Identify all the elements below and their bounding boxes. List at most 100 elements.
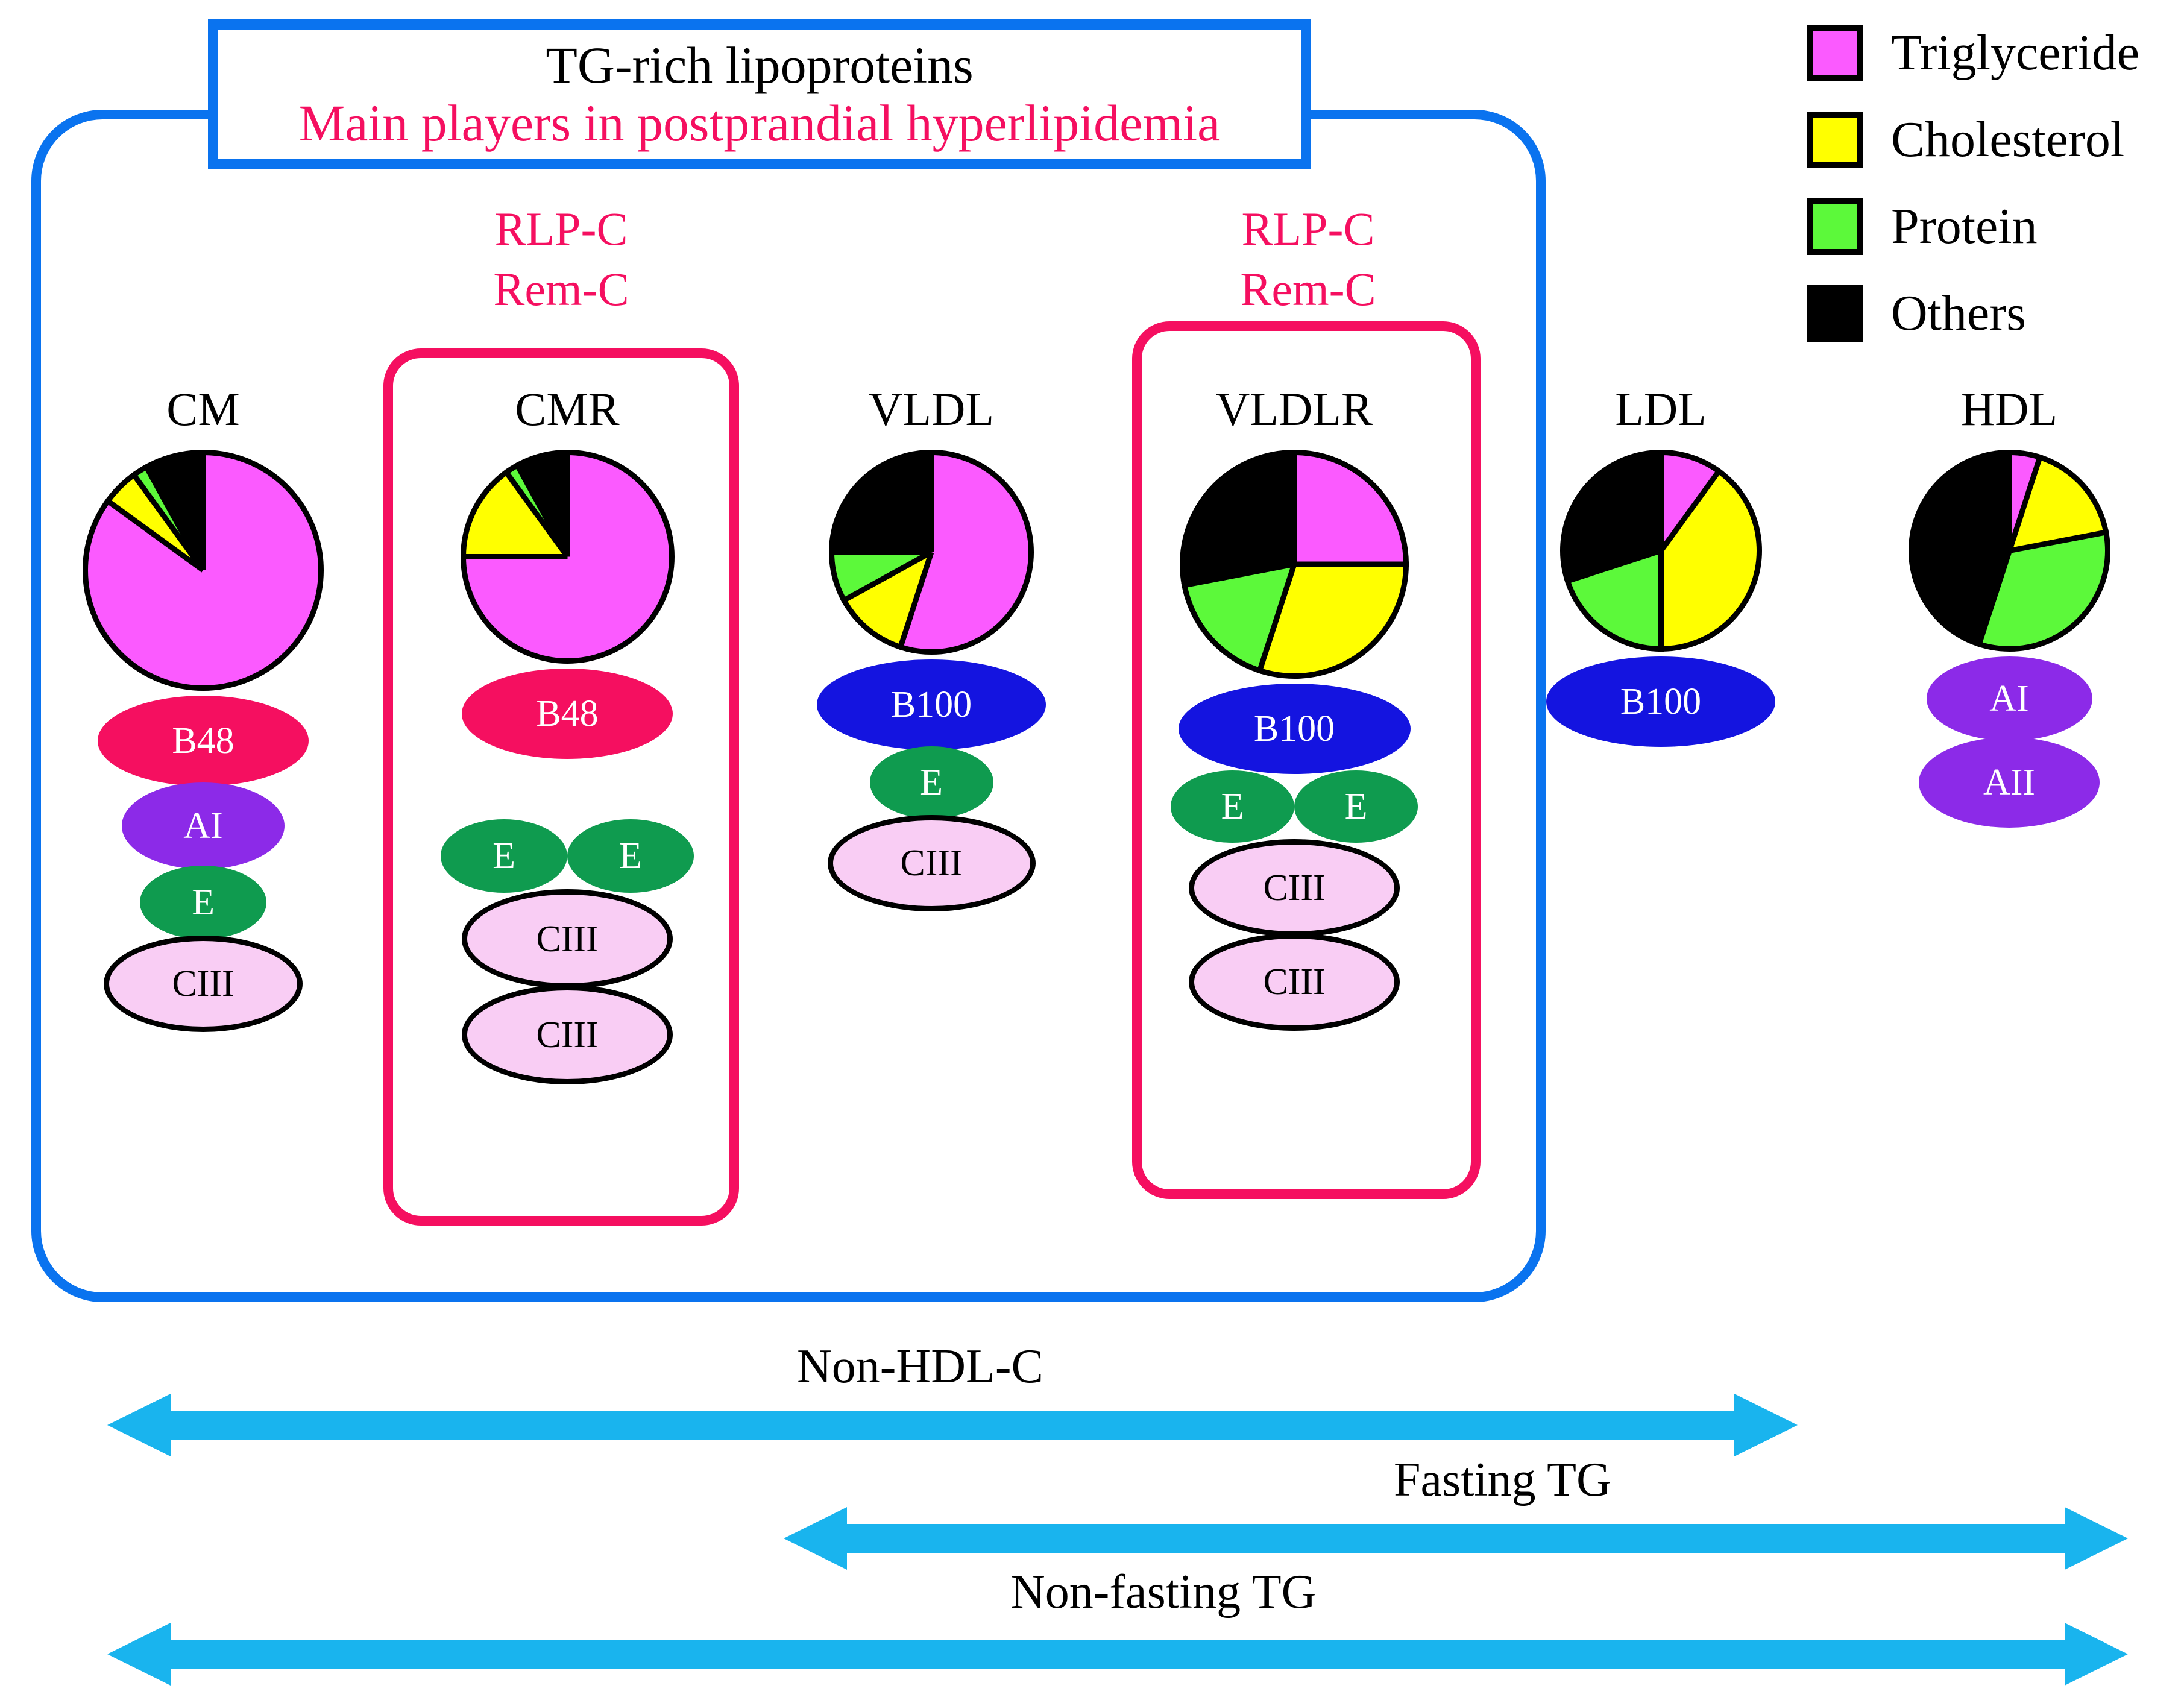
apolipoprotein-ai-hdl[interactable]: AI xyxy=(1926,656,2092,741)
apolipoprotein-row: CIII xyxy=(1189,839,1400,937)
title-line-1: TG-rich lipoproteins xyxy=(546,36,974,94)
remnant-group-box-vldlr xyxy=(1132,321,1481,1199)
apolipoprotein-row: AI xyxy=(1926,656,2092,741)
pie-slices-ldl xyxy=(1559,450,1762,652)
apolipoprotein-row: CIII xyxy=(462,985,673,1084)
legend-label-triglyceride: Triglyceride xyxy=(1891,25,2140,81)
arrow-label-non-hdl-c: Non-HDL-C xyxy=(797,1340,1043,1393)
others-color-swatch-icon xyxy=(1807,285,1863,342)
apolipoprotein-row: B100 xyxy=(817,659,1046,750)
legend-item-protein: Protein xyxy=(1807,183,2139,270)
arrow-label-fasting-tg: Fasting TG xyxy=(1394,1453,1611,1506)
apolipoprotein-row: B100 xyxy=(1178,684,1411,774)
lipoprotein-column-ldl: LDL B100 xyxy=(1531,386,1790,747)
apolipoprotein-ciii-cmr[interactable]: CIII xyxy=(462,889,673,989)
rem-c-label-vldlr: Rem-C xyxy=(1240,262,1376,315)
rlp-rem-label-cmr: RLP-C Rem-C xyxy=(380,199,742,319)
pie-slices-hdl xyxy=(1908,450,2110,652)
apolipoprotein-row: E xyxy=(869,746,993,819)
apolipoprotein-b100-ldl[interactable]: B100 xyxy=(1546,656,1775,747)
arrow-group-non-fasting-tg: Non-fasting TG xyxy=(0,1565,2184,1692)
apolipoprotein-ciii-cmr[interactable]: CIII xyxy=(462,985,673,1084)
apolipoprotein-row: B48 xyxy=(462,669,673,759)
column-title-hdl: HDL xyxy=(1960,383,2058,435)
composition-pie-cm xyxy=(83,450,324,691)
apolipoprotein-e-cmr[interactable]: E xyxy=(441,819,567,893)
composition-pie-vldlr xyxy=(1180,450,1409,679)
apolipoprotein-row: B100 xyxy=(1546,656,1775,747)
apolipoprotein-e-cmr[interactable]: E xyxy=(567,819,694,893)
apolipoprotein-e-vldlr[interactable]: E xyxy=(1171,770,1294,843)
apolipoprotein-row: CIII xyxy=(462,889,673,989)
arrow-non-fasting-tg xyxy=(107,1623,2128,1686)
pie-slices-cmr xyxy=(460,450,675,664)
arrow-fasting-tg xyxy=(784,1507,2128,1570)
apolipoprotein-ai-cm[interactable]: AI xyxy=(122,782,285,869)
apolipoprotein-ciii-vldlr[interactable]: CIII xyxy=(1189,839,1400,937)
apolipoprotein-row: E xyxy=(140,866,266,939)
apolipoprotein-row: B48 xyxy=(98,696,309,786)
rlp-c-label-vldlr: RLP-C xyxy=(1241,203,1375,255)
legend-item-others: Others xyxy=(1807,270,2139,357)
rlp-c-label-cmr: RLP-C xyxy=(494,203,628,255)
apolipoprotein-b48-cmr[interactable]: B48 xyxy=(462,669,673,759)
apolipoprotein-row xyxy=(564,759,570,823)
composition-pie-vldl xyxy=(829,450,1034,655)
apolipoprotein-e-vldlr[interactable]: E xyxy=(1294,770,1418,843)
apolipoprotein-row: AII xyxy=(1919,737,2100,828)
column-title-vldl: VLDL xyxy=(869,383,994,435)
apolipoprotein-stack-ldl: B100 xyxy=(1546,656,1775,747)
title-box: TG-rich lipoproteins Main players in pos… xyxy=(208,19,1311,169)
apolipoprotein-row: CIII xyxy=(1189,933,1400,1031)
legend-item-cholesterol: Cholesterol xyxy=(1807,96,2139,183)
legend: Triglyceride Cholesterol Protein Others xyxy=(1807,10,2139,357)
apolipoprotein-row: AI xyxy=(122,782,285,869)
apolipoprotein-spacer xyxy=(564,755,570,823)
composition-pie-ldl xyxy=(1559,450,1762,652)
rem-c-label-cmr: Rem-C xyxy=(493,262,629,315)
apolipoprotein-row: CIII xyxy=(104,936,303,1032)
legend-label-protein: Protein xyxy=(1891,198,2038,254)
pie-slices-vldl xyxy=(829,450,1034,655)
apolipoprotein-ciii-cm[interactable]: CIII xyxy=(104,936,303,1032)
triglyceride-color-swatch-icon xyxy=(1807,25,1863,81)
composition-pie-cmr xyxy=(460,450,675,664)
pie-slices-vldlr xyxy=(1180,450,1409,679)
apolipoprotein-e-vldl[interactable]: E xyxy=(869,746,993,819)
composition-pie-hdl xyxy=(1908,450,2110,652)
legend-label-others: Others xyxy=(1891,285,2026,341)
remnant-group-box-cmr xyxy=(383,348,739,1226)
arrow-group-non-hdl-c: Non-HDL-C xyxy=(0,1339,2184,1460)
apolipoprotein-row: CIII xyxy=(827,815,1036,911)
apolipoprotein-ciii-vldl[interactable]: CIII xyxy=(827,815,1036,911)
apolipoprotein-b100-vldl[interactable]: B100 xyxy=(817,659,1046,750)
column-title-ldl: LDL xyxy=(1615,383,1707,435)
column-title-cm: CM xyxy=(166,383,240,435)
cholesterol-color-swatch-icon xyxy=(1807,112,1863,168)
apolipoprotein-e-cm[interactable]: E xyxy=(140,866,266,939)
arrow-non-hdl-c xyxy=(107,1394,1798,1456)
arrow-label-non-fasting-tg: Non-fasting TG xyxy=(1010,1566,1317,1619)
protein-color-swatch-icon xyxy=(1807,198,1863,255)
column-title-vldlr: VLDLR xyxy=(1216,383,1373,435)
title-line-2: Main players in postprandial hyperlipide… xyxy=(298,94,1221,152)
apolipoprotein-ciii-vldlr[interactable]: CIII xyxy=(1189,933,1400,1031)
apolipoprotein-b100-vldlr[interactable]: B100 xyxy=(1178,684,1411,774)
arrow-group-fasting-tg: Fasting TG xyxy=(0,1453,2184,1573)
apolipoprotein-aii-hdl[interactable]: AII xyxy=(1919,737,2100,828)
rlp-rem-label-vldlr: RLP-C Rem-C xyxy=(1127,199,1489,319)
pie-slices-cm xyxy=(83,450,324,691)
apolipoprotein-b48-cm[interactable]: B48 xyxy=(98,696,309,786)
column-title-cmr: CMR xyxy=(515,383,620,435)
